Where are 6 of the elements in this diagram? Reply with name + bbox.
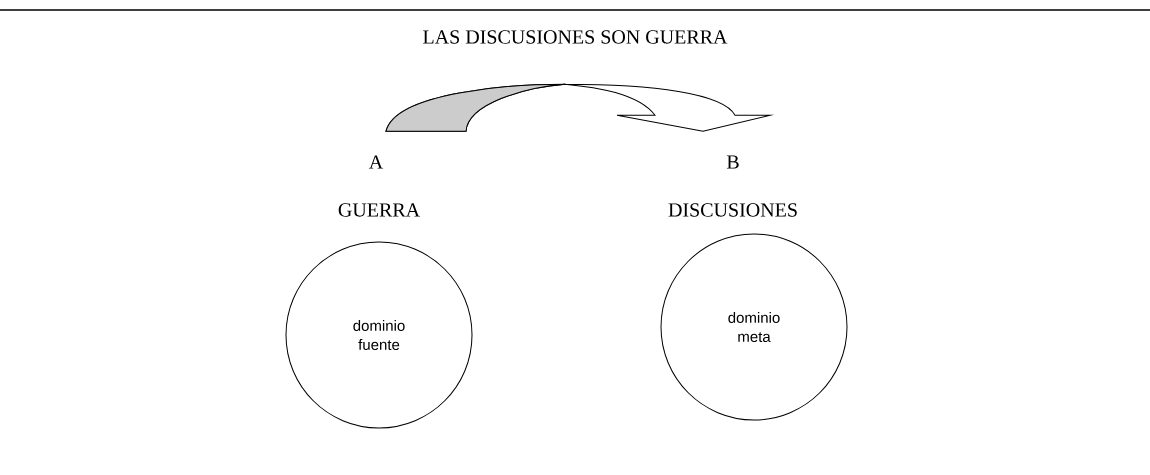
- letter-label: B: [726, 155, 739, 169]
- letter-label: A: [368, 155, 384, 169]
- circle-heading: GUERRA: [338, 203, 420, 217]
- circle-heading: DISCUSIONES: [668, 203, 797, 217]
- title: LAS DISCUSIONES SON GUERRA: [423, 30, 728, 44]
- curved-block-arrow: [385, 83, 771, 132]
